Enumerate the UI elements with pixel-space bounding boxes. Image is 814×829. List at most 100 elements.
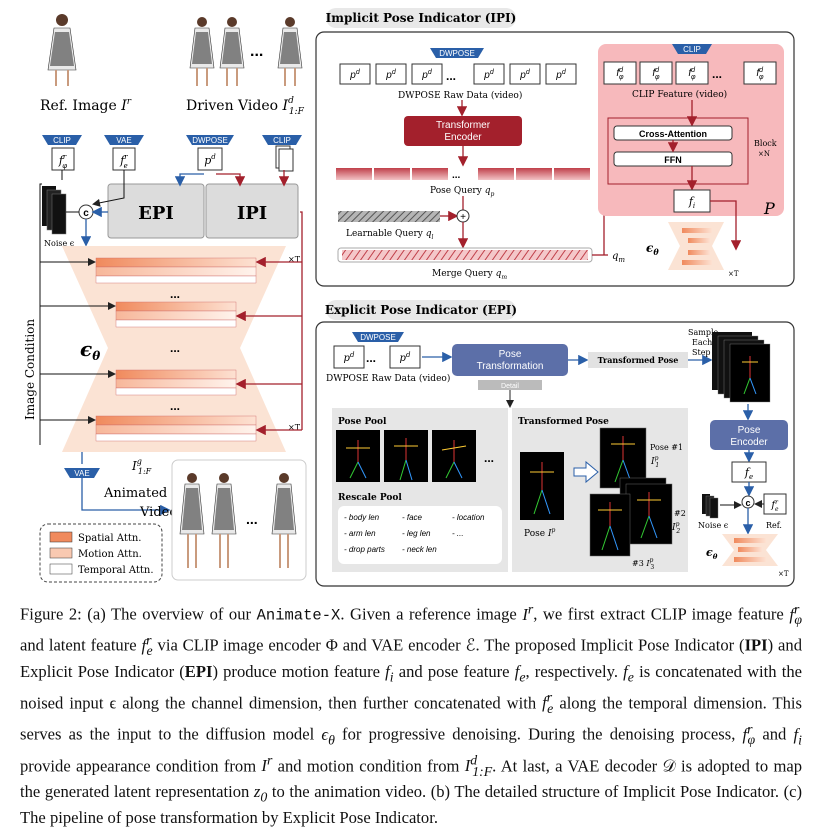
svg-text:Transformed Pose: Transformed Pose (598, 355, 679, 365)
svg-text:Encoder: Encoder (730, 437, 768, 448)
pose-transformation-block (452, 344, 568, 376)
epi-raw-data-label: DWPOSE Raw Data (video) (326, 373, 450, 384)
pose-n2-label: #2 (674, 509, 686, 518)
svg-text:fdφ: fdφ (688, 67, 696, 81)
svg-text:- face: - face (402, 513, 423, 522)
qm-label: qm (612, 251, 625, 264)
dwpose-encoder-tag: DWPOSE (186, 135, 234, 145)
noise-label: Noise ϵ (44, 239, 75, 248)
driven-video-frames: ... (189, 17, 303, 86)
svg-text:...: ... (484, 451, 494, 465)
svg-text:CLIP: CLIP (273, 136, 291, 145)
image-condition-label: Image Condition (23, 319, 37, 420)
svg-text:- arm len: - arm len (344, 529, 376, 538)
svg-text:pd: pd (421, 69, 433, 81)
svg-text:...: ... (712, 67, 722, 81)
epi-title: Explicit Pose Indicator (EPI) (325, 303, 517, 317)
ipi-times-t: ×T (728, 270, 739, 278)
legend-spatial: Spatial Attn. (78, 533, 141, 544)
svg-text:Transformed Pose: Transformed Pose (518, 417, 609, 427)
svg-text:FFN: FFN (664, 155, 682, 165)
svg-text:...: ... (170, 341, 180, 355)
epi-panel: Explicit Pose Indicator (EPI) DWPOSE pd … (315, 300, 795, 587)
sample-label-2: Each (692, 338, 712, 347)
attention-stack-3 (115, 369, 237, 396)
ref-label: Ref. (766, 521, 782, 530)
svg-text:fdφ: fdφ (652, 67, 660, 81)
svg-text:fdφ: fdφ (756, 67, 764, 81)
vae-decoder-tag: VAE (64, 468, 100, 478)
learnable-query-tokens (338, 211, 440, 222)
pose-query-label: Pose Query qp (430, 186, 494, 198)
driven-ellipsis: ... (250, 43, 263, 60)
svg-text:CLIP: CLIP (53, 136, 71, 145)
attention-stack-2 (115, 301, 237, 328)
transformed-pose-stack (712, 332, 771, 403)
rescale-pool-title: Rescale Pool (338, 493, 402, 503)
svg-text:- body len: - body len (344, 513, 380, 522)
ipi-eps-theta: ϵθ (646, 241, 659, 257)
svg-text:- neck len: - neck len (402, 545, 437, 554)
svg-text:VAE: VAE (116, 136, 131, 145)
svg-text:pd: pd (400, 351, 411, 364)
transformed-pose-tag (588, 352, 688, 368)
ipi-clip-tag: CLIP (683, 45, 701, 54)
svg-text:Ip1: Ip1 (650, 455, 659, 469)
svg-text:...: ... (452, 170, 461, 181)
svg-text:EPI: EPI (138, 203, 174, 224)
figure-caption: Figure 2: (a) The overview of our Animat… (20, 601, 803, 827)
fe-label: fe (744, 466, 753, 481)
ipi-title-tab (326, 8, 516, 28)
transformed-pose-variants (589, 427, 673, 557)
attention-stack-1 (95, 257, 257, 284)
svg-text:Encoder: Encoder (444, 132, 482, 143)
svg-text:Cross-Attention: Cross-Attention (639, 129, 707, 139)
svg-text:- leg len: - leg len (402, 529, 431, 538)
times-t-top: ×T (288, 255, 301, 264)
svg-text:pd: pd (555, 69, 567, 81)
eps-theta-label: ϵθ (80, 337, 100, 363)
svg-text:c: c (83, 208, 89, 219)
block-times: ×N (758, 150, 770, 158)
svg-text:...: ... (170, 287, 180, 301)
svg-text:pd: pd (385, 69, 397, 81)
attention-stack-4 (95, 415, 257, 442)
svg-text:- ...: - ... (452, 529, 464, 538)
ref-image-label: Ref. Image Ir (40, 97, 132, 114)
learnable-query-label: Learnable Query ql (346, 229, 434, 241)
clip-encoder-tag-driven: CLIP (262, 135, 302, 145)
fi-label: fi (688, 195, 695, 210)
epi-block (107, 183, 205, 239)
animated-video-frames (171, 459, 307, 581)
pose-pool-images: ... (336, 430, 494, 482)
pose-n1-label: Pose #1 (650, 443, 683, 452)
svg-text:pd: pd (483, 69, 495, 81)
svg-text:Ip2: Ip2 (671, 521, 680, 535)
dwpose-raw-data-row: ... pd pd pd pd pd pd (339, 63, 577, 85)
svg-text:+: + (460, 212, 466, 223)
svg-text:Pose Pool: Pose Pool (338, 417, 387, 427)
svg-text:c: c (745, 498, 750, 508)
pose-ip-label: Pose Ip (524, 527, 556, 539)
epi-title-tab (326, 300, 516, 320)
times-t-bottom: ×T (288, 423, 301, 432)
clip-encoder-tag: CLIP (42, 135, 82, 145)
epi-noise-stack (702, 494, 719, 519)
svg-text:Pose: Pose (738, 425, 761, 436)
legend-motion: Motion Attn. (78, 549, 142, 560)
svg-text:- drop parts: - drop parts (344, 545, 385, 554)
sample-label-3: Step (692, 348, 711, 357)
epi-eps-theta: ϵθ (706, 546, 718, 561)
svg-text:Detail: Detail (501, 383, 519, 390)
ipi-dwpose-tag: DWPOSE (439, 49, 475, 58)
ipi-title: Implicit Pose Indicator (IPI) (326, 11, 517, 25)
svg-text:Transformation: Transformation (477, 361, 544, 372)
clip-feature-label: CLIP Feature (video) (632, 89, 727, 100)
animated-label: Animated (103, 486, 167, 501)
